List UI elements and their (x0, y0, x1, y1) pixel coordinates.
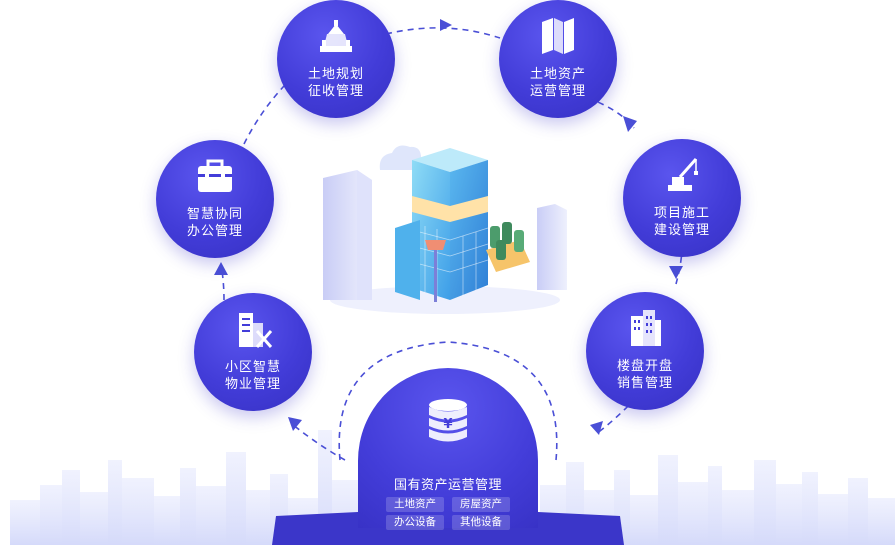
tag-office-equipment: 办公设备 (386, 515, 444, 530)
node-label-line1: 智慧协同 (186, 207, 243, 222)
tools-building-icon (239, 313, 273, 348)
node-sales[interactable]: 楼盘开盘 销售管理 (586, 292, 704, 410)
map-icon (542, 18, 574, 54)
node-label-line1: 小区智慧 (224, 360, 281, 375)
node-construction[interactable]: 项目施工 建设管理 (623, 139, 741, 257)
tag-land-asset: 土地资产 (386, 497, 444, 512)
land-surveying-icon (320, 20, 352, 52)
briefcase-icon (198, 159, 232, 192)
node-label-line2: 物业管理 (224, 377, 281, 392)
node-office[interactable]: 智慧协同 办公管理 (156, 140, 274, 258)
node-label-line1: 项目施工 (653, 206, 710, 221)
database-yuan-icon: ¥ (429, 399, 467, 442)
center-title: 国有资产运营管理 (393, 478, 502, 493)
city-illustration (323, 145, 567, 314)
svg-text:¥: ¥ (443, 417, 452, 432)
arrow-office-to-landplan (243, 85, 285, 145)
node-label-line1: 土地资产 (529, 67, 586, 82)
node-label-line2: 运营管理 (529, 84, 586, 99)
center-arc (338, 341, 558, 461)
building-icon (631, 310, 661, 346)
node-label-line1: 土地规划 (307, 67, 364, 82)
node-label-line2: 征收管理 (307, 84, 364, 99)
node-label-line2: 办公管理 (186, 224, 243, 239)
arrow-heads (214, 19, 683, 435)
tag-house-asset: 房屋资产 (452, 497, 510, 512)
node-land-planning[interactable]: 土地规划 征收管理 (277, 0, 395, 118)
tag-other-equipment: 其他设备 (452, 515, 510, 530)
node-label-line1: 楼盘开盘 (616, 359, 673, 374)
crane-icon (668, 158, 698, 191)
center-node[interactable]: ¥ 国有资产运营管理 (358, 368, 538, 528)
node-label-line2: 销售管理 (616, 376, 673, 391)
city-skyline (10, 430, 895, 545)
node-community[interactable]: 小区智慧 物业管理 (194, 293, 312, 411)
node-land-asset[interactable]: 土地资产 运营管理 (499, 0, 617, 118)
node-label-line2: 建设管理 (653, 223, 710, 238)
